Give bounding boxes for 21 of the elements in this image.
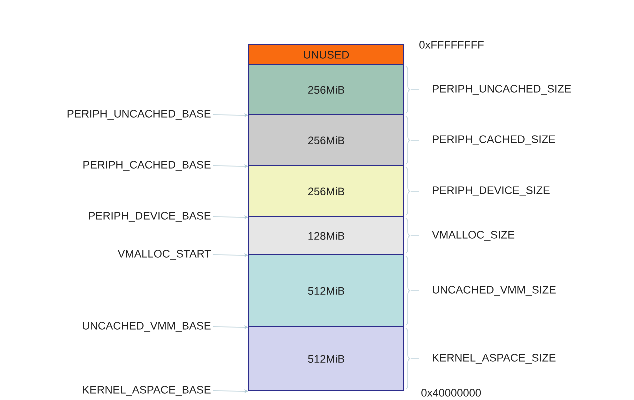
size-label: PERIPH_DEVICE_SIZE <box>433 186 550 196</box>
size-label: UNCACHED_VMM_SIZE <box>433 286 556 296</box>
address-tag: KERNEL_ASPACE_BASE <box>83 386 211 396</box>
size-label: VMALLOC_SIZE <box>432 231 515 241</box>
size-label: PERIPH_UNCACHED_SIZE <box>433 85 572 95</box>
memory-block: 256MiB <box>248 64 404 116</box>
address-label: 0x40000000 <box>422 389 482 397</box>
address-tag: PERIPH_UNCACHED_BASE <box>68 110 211 120</box>
size-label: KERNEL_ASPACE_SIZE <box>433 354 556 364</box>
memory-block: 512MiB <box>248 254 404 328</box>
memory-block: UNUSED <box>248 44 404 66</box>
address-tag: PERIPH_CACHED_BASE <box>84 161 211 171</box>
size-label: PERIPH_CACHED_SIZE <box>433 136 556 146</box>
memory-block: 128MiB <box>248 216 404 256</box>
address-tag: UNCACHED_VMM_BASE <box>83 322 211 332</box>
address-label: 0xFFFFFFFF <box>420 41 484 49</box>
memory-block: 512MiB <box>248 326 404 392</box>
memory-block: 256MiB <box>248 114 404 166</box>
memory-block: 256MiB <box>248 166 404 218</box>
address-tag: VMALLOC_START <box>118 250 212 260</box>
address-tag: PERIPH_DEVICE_BASE <box>89 212 211 222</box>
